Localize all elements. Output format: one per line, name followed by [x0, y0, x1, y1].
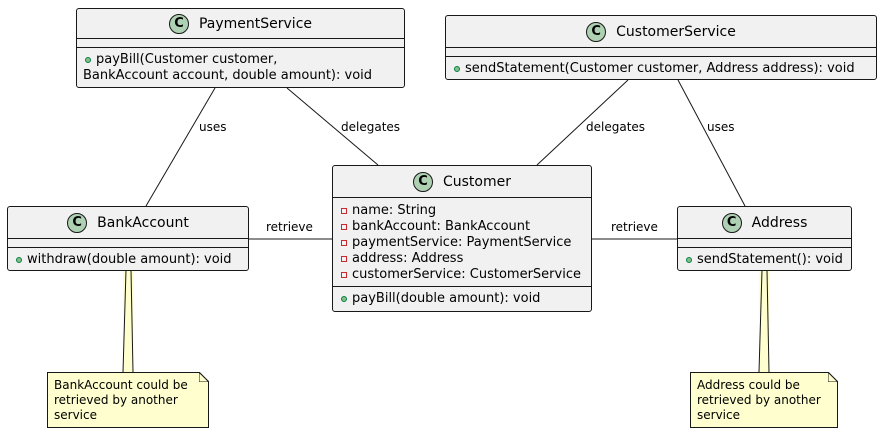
class-badge-icon: C [67, 212, 88, 233]
methods-section: payBill(double amount): void [333, 286, 591, 311]
class-name: CustomerService [616, 23, 736, 40]
public-visibility-icon [452, 61, 461, 77]
public-visibility-icon [83, 52, 92, 68]
note-line: retrieved by another [54, 393, 178, 407]
edge-customerservice-address [677, 79, 746, 207]
note-line: service [54, 408, 97, 422]
class-badge-icon: C [586, 21, 607, 42]
methods-section: sendStatement(Customer customer, Address… [446, 56, 876, 81]
public-visibility-icon [684, 252, 693, 268]
class-header: C PaymentService [77, 9, 404, 39]
note-bank-account: BankAccount could be retrieved by anothe… [47, 372, 209, 428]
edge-label-customerservice-customer: delegates [586, 120, 646, 134]
field-row: paymentService: PaymentService [339, 235, 585, 251]
note-line: Address could be [697, 378, 800, 392]
class-payment-service[interactable]: C PaymentService payBill(Customer custom… [76, 8, 405, 88]
note-fold-icon [828, 372, 838, 382]
public-visibility-icon [14, 252, 23, 268]
fields-section [678, 239, 851, 247]
field-row: customerService: CustomerService [339, 267, 585, 283]
method-text: sendStatement(): void [697, 252, 843, 267]
edge-label-customerservice-address: uses [707, 120, 735, 134]
fields-section [446, 48, 876, 56]
private-visibility-icon [339, 203, 348, 219]
fields-section: name: String bankAccount: BankAccount pa… [333, 198, 591, 286]
field-text: bankAccount: BankAccount [352, 219, 531, 234]
methods-section: sendStatement(): void [678, 247, 851, 272]
method-row: sendStatement(Customer customer, Address… [452, 61, 870, 77]
edge-payment-customer [286, 87, 379, 166]
note-address: Address could be retrieved by another se… [690, 372, 838, 428]
field-row: address: Address [339, 251, 585, 267]
methods-section: withdraw(double amount): void [8, 247, 248, 272]
field-row: name: String [339, 203, 585, 219]
private-visibility-icon [339, 267, 348, 283]
class-name: PaymentService [198, 15, 313, 32]
edge-payment-bankaccount [145, 87, 216, 207]
edge-label-payment-customer: delegates [341, 120, 401, 134]
class-customer[interactable]: C Customer name: String bankAccount: Ban… [332, 165, 592, 312]
field-text: paymentService: PaymentService [352, 235, 572, 250]
method-text-line2: BankAccount account, double amount): voi… [83, 68, 373, 83]
class-badge-icon: C [721, 212, 742, 233]
class-bank-account[interactable]: C BankAccount withdraw(double amount): v… [7, 206, 249, 271]
edge-label-bankaccount-customer: retrieve [266, 220, 313, 234]
note-line: service [697, 408, 740, 422]
method-row: payBill(double amount): void [339, 291, 585, 307]
class-badge-icon: C [412, 171, 433, 192]
method-text-line1: payBill(Customer customer, [96, 52, 278, 67]
private-visibility-icon [339, 219, 348, 235]
field-text: address: Address [352, 251, 464, 266]
method-row: withdraw(double amount): void [14, 252, 242, 268]
class-name: Address [751, 214, 808, 231]
class-header: C CustomerService [446, 16, 876, 48]
class-address[interactable]: C Address sendStatement(): void [677, 206, 852, 271]
class-name: BankAccount [97, 214, 189, 231]
public-visibility-icon [339, 291, 348, 307]
private-visibility-icon [339, 251, 348, 267]
field-text: customerService: CustomerService [352, 267, 581, 282]
method-text: withdraw(double amount): void [27, 252, 232, 267]
edge-label-payment-bankaccount: uses [199, 120, 227, 134]
fields-section [77, 39, 404, 47]
method-row: sendStatement(): void [684, 252, 845, 268]
class-name: Customer [442, 173, 511, 190]
field-row: bankAccount: BankAccount [339, 219, 585, 235]
note-line: BankAccount could be [54, 378, 188, 392]
private-visibility-icon [339, 235, 348, 251]
method-text: payBill(double amount): void [352, 291, 541, 306]
class-header: C Address [678, 207, 851, 239]
class-header: C BankAccount [8, 207, 248, 239]
class-customer-service[interactable]: C CustomerService sendStatement(Customer… [445, 15, 877, 80]
methods-section: payBill(Customer customer, BankAccount a… [77, 47, 404, 88]
note-line: retrieved by another [697, 393, 821, 407]
fields-section [8, 239, 248, 247]
class-badge-icon: C [168, 13, 189, 34]
class-header: C Customer [333, 166, 591, 198]
edge-label-customer-address: retrieve [611, 220, 658, 234]
method-row: payBill(Customer customer, BankAccount a… [83, 52, 398, 84]
note-fold-icon [199, 372, 209, 382]
method-text: sendStatement(Customer customer, Address… [465, 61, 855, 76]
edge-customerservice-customer [536, 79, 629, 166]
field-text: name: String [352, 203, 437, 218]
